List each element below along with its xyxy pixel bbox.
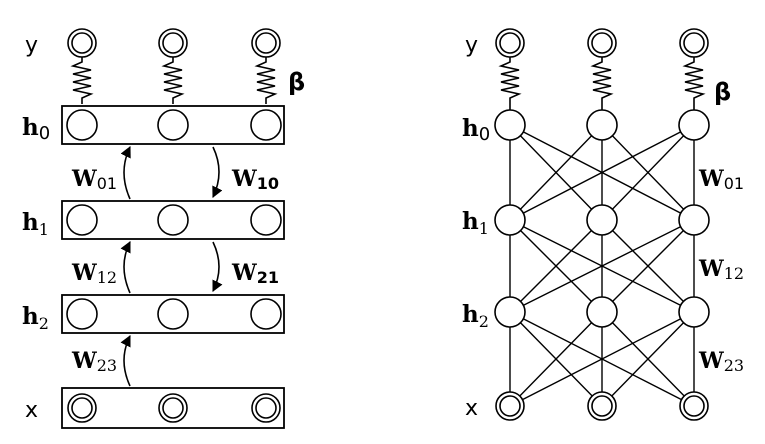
edge <box>509 311 695 407</box>
edge <box>509 311 603 407</box>
edge <box>509 124 603 221</box>
left-panel: y x β h0 h1 h2 W01 W10 W12 W21 W23 <box>22 28 305 429</box>
label-w12: W12 <box>71 260 117 287</box>
right-h2-layer <box>494 296 710 328</box>
left-x-layer <box>61 387 285 429</box>
label-x: x <box>25 398 38 423</box>
right-edges <box>509 124 695 407</box>
left-h0-layer <box>61 105 285 145</box>
spring <box>161 55 185 104</box>
y-unit-1 <box>495 28 525 58</box>
label-w01: W01 <box>698 166 744 193</box>
label-y: y <box>25 33 38 58</box>
right-h1-layer <box>494 204 710 236</box>
label-h0: h0 <box>22 114 50 144</box>
y-unit-3 <box>251 28 281 58</box>
x-unit-3 <box>679 391 709 421</box>
h1-unit <box>494 204 526 236</box>
spring <box>70 55 94 104</box>
right-x-layer <box>495 391 709 421</box>
h2-unit <box>678 296 710 328</box>
edge <box>509 219 695 313</box>
y-unit-3 <box>679 28 709 58</box>
label-h2: h2 <box>462 301 489 331</box>
x-unit-1 <box>495 391 525 421</box>
label-beta: β <box>288 68 305 96</box>
arrow-down-w21 <box>212 241 223 293</box>
right-panel: y x β h0 h1 h2 W01 W12 W23 <box>462 28 744 421</box>
label-w23: W23 <box>71 348 117 375</box>
right-y-layer <box>495 28 709 58</box>
label-w12: W12 <box>698 256 744 283</box>
h2-unit <box>586 296 618 328</box>
arrow-up-w01 <box>120 145 131 200</box>
label-h1: h1 <box>462 208 489 238</box>
label-y: y <box>465 33 478 58</box>
label-w23: W23 <box>698 348 744 375</box>
left-y-layer <box>67 28 281 58</box>
spring <box>254 55 278 104</box>
label-x: x <box>465 396 478 421</box>
label-h1: h1 <box>22 209 49 239</box>
h0-unit <box>494 109 526 141</box>
left-springs <box>70 55 278 104</box>
x-unit-2 <box>587 391 617 421</box>
left-arrows <box>120 145 223 387</box>
edge <box>601 124 695 221</box>
label-beta: β <box>714 78 731 106</box>
left-labels: y x β h0 h1 h2 W01 W10 W12 W21 W23 <box>22 33 305 423</box>
label-h0: h0 <box>462 115 490 145</box>
edge <box>601 219 695 313</box>
y-unit-2 <box>587 28 617 58</box>
edge <box>509 219 603 313</box>
h1-unit <box>678 204 710 236</box>
right-labels: y x β h0 h1 h2 W01 W12 W23 <box>462 33 744 421</box>
right-h0-layer <box>494 109 710 141</box>
spring <box>498 55 522 110</box>
y-unit-1 <box>67 28 97 58</box>
y-unit-2 <box>158 28 188 58</box>
label-w10: W10 <box>231 166 279 193</box>
h0-unit <box>586 109 618 141</box>
arrow-up-w12 <box>120 240 131 294</box>
label-w01: W01 <box>71 166 117 193</box>
spring <box>682 55 706 110</box>
label-h2: h2 <box>22 303 49 333</box>
edge <box>509 124 695 221</box>
arrow-up-w23 <box>120 334 131 387</box>
h2-unit <box>494 296 526 328</box>
left-h1-layer <box>61 200 285 240</box>
arrow-down-w10 <box>212 146 223 199</box>
h1-unit <box>586 204 618 236</box>
label-w21: W21 <box>231 260 279 287</box>
right-springs <box>498 55 706 110</box>
left-h2-layer <box>61 294 285 334</box>
spring <box>590 55 614 110</box>
h0-unit <box>678 109 710 141</box>
edge <box>601 311 695 407</box>
